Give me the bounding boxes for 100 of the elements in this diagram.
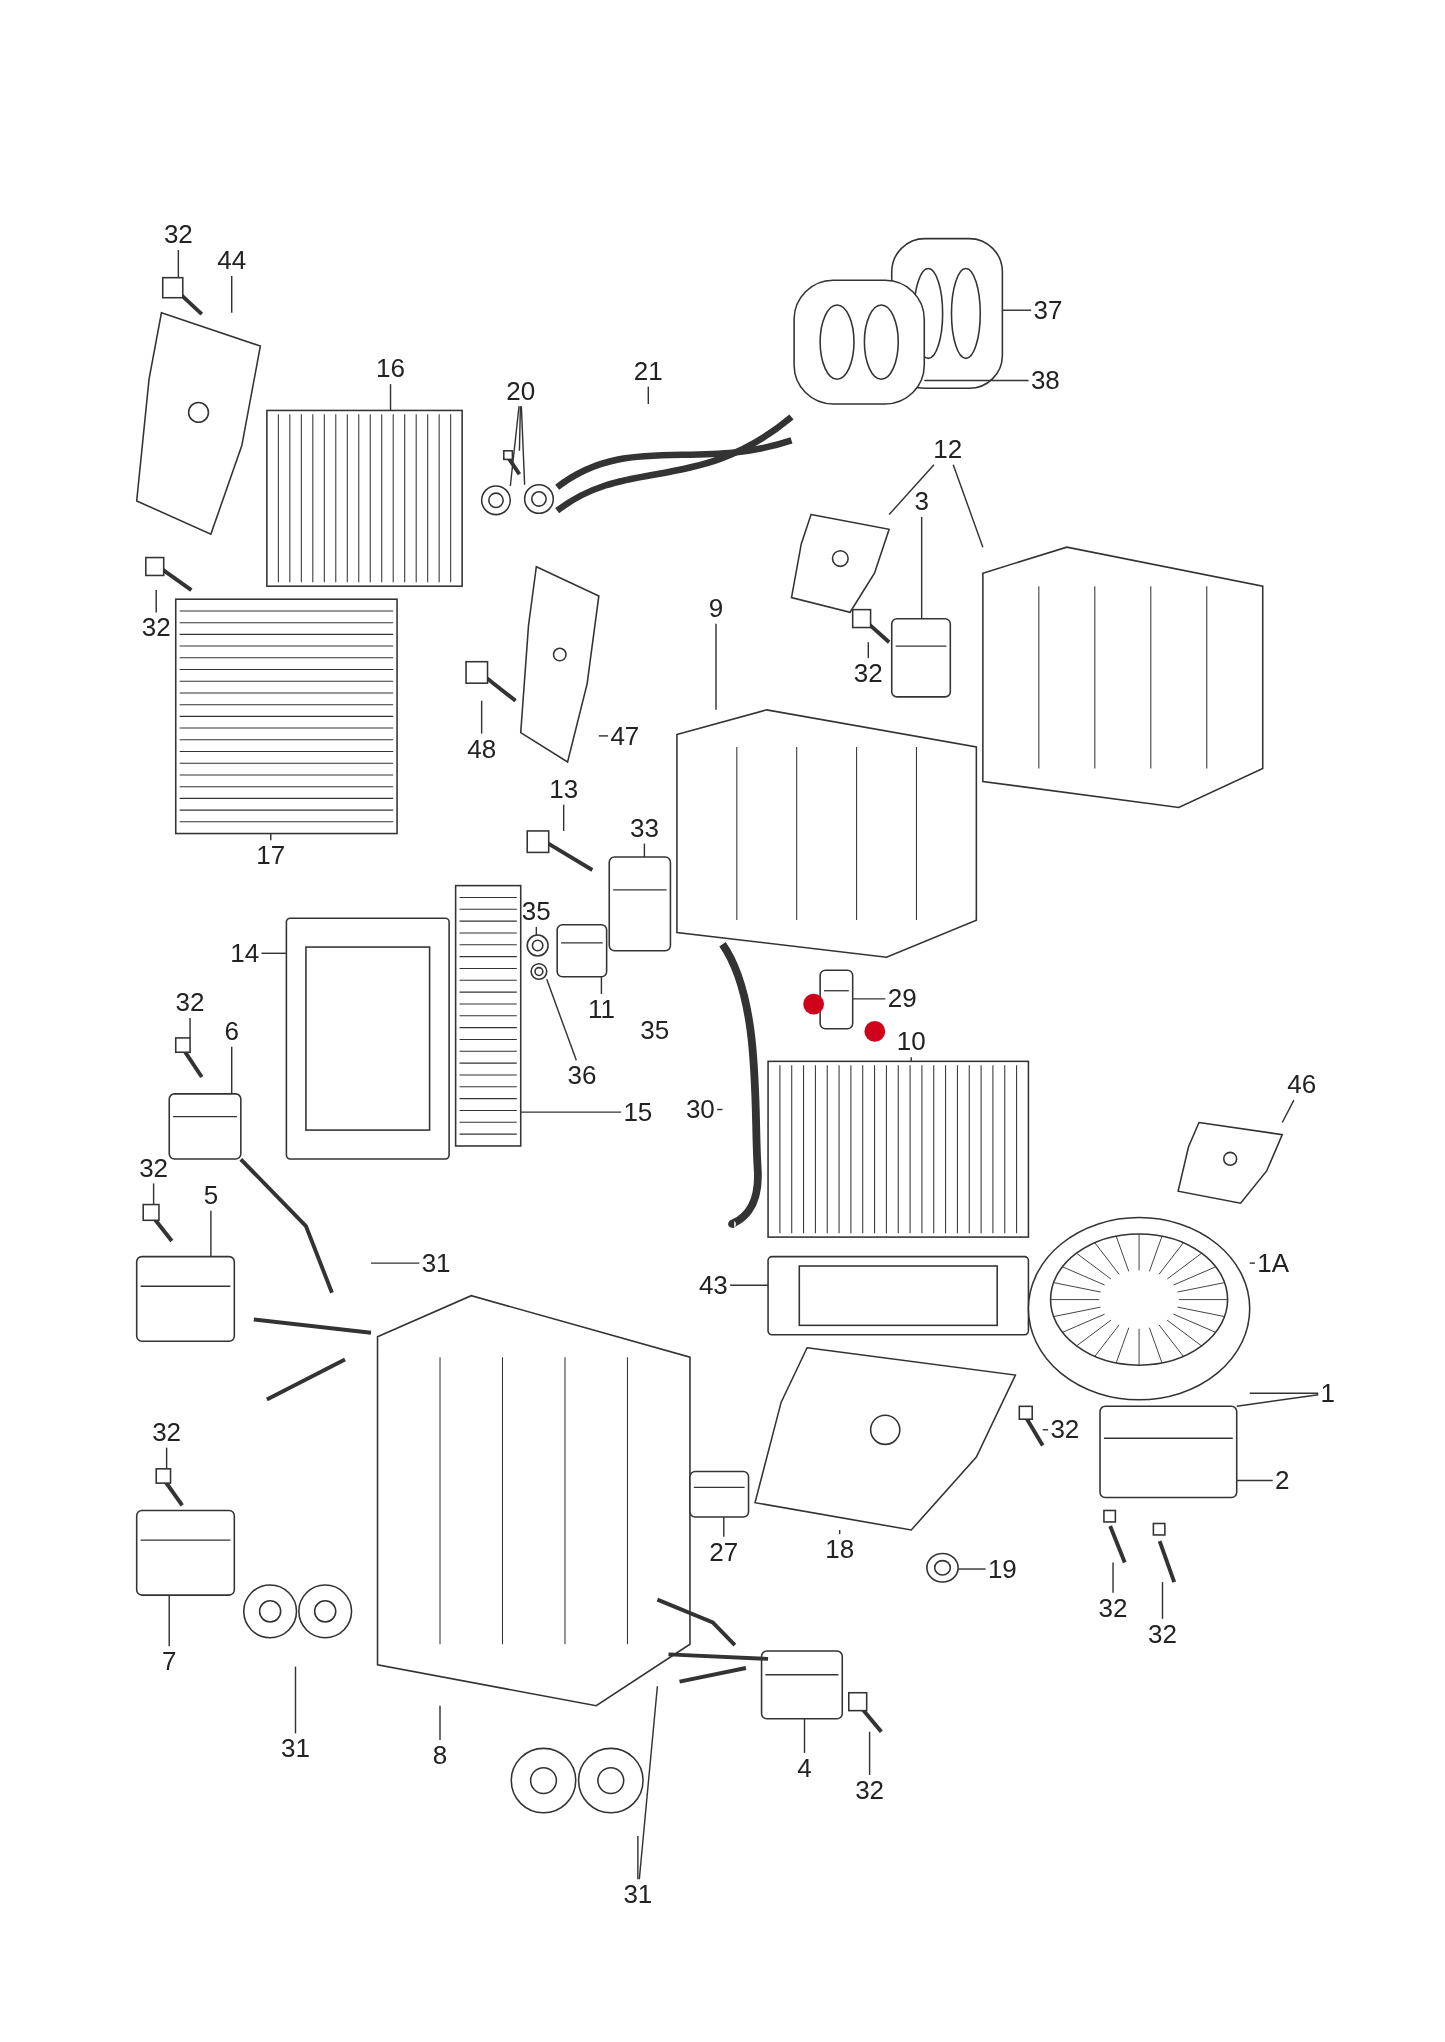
callout-number: 29 <box>886 984 918 1013</box>
sensor-drawing <box>689 1470 750 1518</box>
heater-housing-drawing <box>676 709 978 958</box>
leader-line <box>520 405 526 486</box>
leader-line <box>165 1446 168 1470</box>
air-distribution-housing-drawing <box>982 546 1264 809</box>
actuator-drawing <box>135 1509 236 1596</box>
leader-line <box>168 1594 170 1647</box>
grommet-drawing <box>608 856 672 952</box>
screw-drawing <box>465 660 517 703</box>
seal-ring-drawing <box>523 483 555 515</box>
callout-number: 32 <box>151 1417 183 1446</box>
callout-number: 16 <box>375 354 406 383</box>
o-ring-drawing <box>530 962 548 981</box>
leader-line <box>715 622 717 711</box>
callout-number: 32 <box>1147 1619 1178 1648</box>
leader-line <box>729 1284 769 1286</box>
leader-line <box>520 1111 622 1113</box>
pipe-drawing <box>555 414 794 514</box>
gear-set-drawing <box>243 1584 353 1639</box>
callout-number: 35 <box>520 897 552 926</box>
leader-line <box>1001 309 1032 311</box>
callout-number: 32 <box>1049 1415 1081 1444</box>
screw-drawing <box>145 556 193 592</box>
leader-line <box>638 1685 659 1880</box>
callout-number: 31 <box>280 1734 311 1763</box>
callout-number: 37 <box>1032 295 1064 324</box>
leader-line <box>546 978 578 1062</box>
leader-line <box>1249 1392 1319 1395</box>
actuator-drawing <box>890 617 952 698</box>
screw-drawing <box>503 450 522 476</box>
leader-line <box>509 405 520 487</box>
filter-drawing <box>767 1060 1030 1238</box>
callout-number: 17 <box>255 841 287 870</box>
leader-line <box>231 275 233 314</box>
leader-line <box>562 803 565 832</box>
callout-number: 18 <box>824 1535 856 1564</box>
bracket-drawing <box>790 513 891 614</box>
leader-line <box>952 464 984 548</box>
leader-line <box>598 735 609 737</box>
bracket-drawing <box>1177 1121 1284 1205</box>
leader-line <box>868 1731 871 1776</box>
callout-number: 31 <box>420 1248 452 1277</box>
evaporator-drawing <box>454 884 522 1147</box>
callout-number: 20 <box>505 376 537 405</box>
callout-number: 4 <box>796 1753 813 1782</box>
callout-number: 27 <box>708 1537 740 1566</box>
leader-line <box>910 1056 912 1063</box>
callout-number: 9 <box>707 593 725 622</box>
screw-drawing <box>1018 1405 1045 1447</box>
callout-number: 32 <box>852 659 884 688</box>
screw-drawing <box>155 1468 184 1507</box>
gear-set-drawing <box>510 1747 644 1814</box>
leader-line <box>189 1017 191 1039</box>
callout-number: 32 <box>1097 1593 1129 1622</box>
leader-line <box>370 1262 421 1264</box>
callout-number: 35 <box>639 1015 671 1044</box>
actuator-drawing <box>135 1255 236 1342</box>
lever-set-drawing <box>238 1157 373 1402</box>
frame-drawing <box>767 1255 1030 1336</box>
callout-number: 32 <box>140 613 172 642</box>
callout-number: 1 <box>1319 1378 1337 1407</box>
leader-line <box>155 589 157 614</box>
leader-line <box>1236 1393 1319 1408</box>
callout-number: 31 <box>622 1880 654 1909</box>
leader-line <box>716 1108 724 1111</box>
callout-number: 48 <box>466 734 498 763</box>
callout-number: 8 <box>431 1740 449 1769</box>
callout-number: 1A <box>1256 1248 1291 1277</box>
leader-line <box>647 385 649 405</box>
leader-line <box>1161 1581 1164 1620</box>
callout-number: 32 <box>138 1153 170 1182</box>
screw-drawing <box>161 276 204 316</box>
screw-drawing <box>526 830 594 872</box>
leader-line <box>637 1835 639 1880</box>
callout-number: 33 <box>628 813 660 842</box>
screw-drawing <box>142 1203 174 1243</box>
leader-line <box>1042 1429 1049 1431</box>
leader-line <box>177 249 180 279</box>
leader-line <box>518 405 522 452</box>
expansion-valve-drawing <box>556 923 608 978</box>
callout-number: 15 <box>622 1097 654 1126</box>
callout-number: 7 <box>161 1647 178 1676</box>
leader-line <box>957 1568 987 1570</box>
leader-line <box>294 1665 297 1735</box>
screw-drawing <box>1152 1522 1177 1583</box>
leader-line <box>1249 1262 1256 1264</box>
leader-line <box>535 926 538 936</box>
callout-number: 10 <box>895 1027 927 1056</box>
leader-line <box>888 464 935 516</box>
leader-line <box>1236 1479 1274 1482</box>
leader-line <box>723 1516 725 1538</box>
leader-line <box>803 1718 806 1754</box>
callout-number: 32 <box>162 220 194 249</box>
callout-number: 14 <box>229 938 261 967</box>
callout-number: 44 <box>216 246 248 275</box>
seal-ring-drawing <box>480 485 512 516</box>
evaporator-drawing <box>174 598 398 835</box>
leader-line <box>480 700 483 735</box>
screw-drawing <box>848 1691 883 1734</box>
